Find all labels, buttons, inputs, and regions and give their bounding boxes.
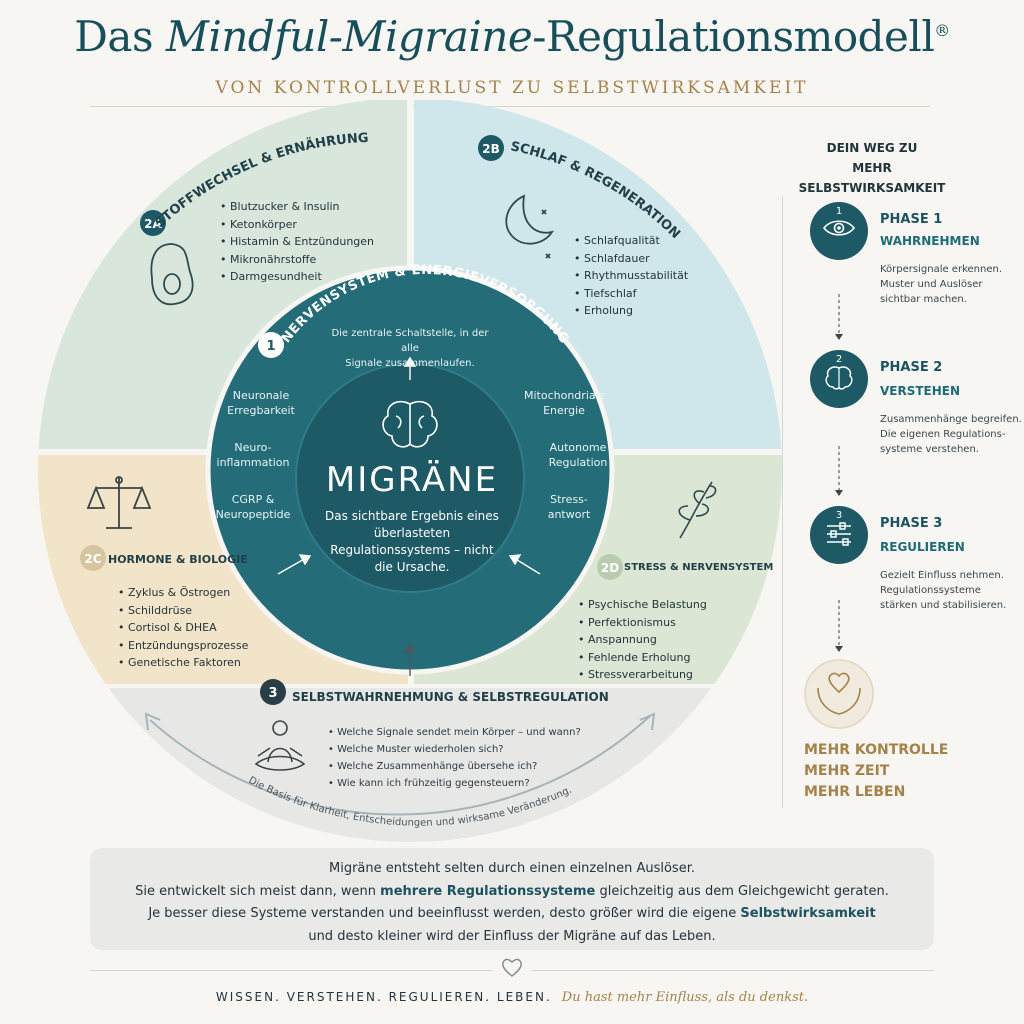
list-item: Mikronährstoffe: [220, 251, 374, 269]
outcome-list: MEHR KONTROLLE MEHR ZEIT MEHR LEBEN: [804, 742, 949, 800]
phase-2-desc: Zusammenhänge begreifen. Die eigenen Reg…: [880, 414, 1022, 455]
center-description: Das sichtbare Ergebnis eines überlastete…: [325, 509, 499, 574]
questions-3: Welche Signale sendet mein Körper – und …: [328, 724, 581, 792]
phase-1-label: PHASE 1: [880, 212, 943, 227]
list-item: Darmgesundheit: [220, 268, 374, 286]
footer: WISSEN. VERSTEHEN. REGULIEREN. LEBEN.Du …: [215, 990, 809, 1005]
header-divider: [90, 106, 930, 107]
badge-3: 3: [268, 686, 277, 701]
phase-3-name: REGULIEREN: [880, 540, 965, 554]
list-item: Psychische Belastung: [578, 596, 707, 614]
heart-hands-icon: [817, 672, 861, 715]
list-item: Cortisol & DHEA: [118, 619, 248, 637]
cycle-arc: [149, 715, 651, 816]
list-item: Rhythmusstabilität: [574, 267, 688, 285]
ring-description: Die zentrale Schaltstelle, in der alle S…: [331, 328, 489, 369]
avocado-icon: [150, 243, 194, 306]
list-2d: Psychische Belastung Perfektionismus Ans…: [578, 596, 707, 684]
list-item: Erholung: [574, 302, 688, 320]
ring-label-cgrp: CGRP & Neuropeptide: [215, 493, 291, 521]
brain-icon: [825, 366, 853, 390]
ring-label-stressantwort: Stress-antwort: [547, 493, 591, 521]
page-subtitle: VON KONTROLLVERLUST ZU SELBSTWIRKSAMKEIT: [215, 78, 809, 98]
list-item: Zyklus & Östrogen: [118, 584, 248, 602]
list-2a: Blutzucker & Insulin Ketonkörper Histami…: [220, 198, 374, 286]
list-item: Anspannung: [578, 631, 707, 649]
arrow-up-icon: [403, 642, 417, 676]
phase-2-name: VERSTEHEN: [880, 384, 961, 398]
page-title: Das Mindful-Migraine-Regulationsmodell®: [74, 12, 950, 61]
scales-icon: [86, 476, 152, 529]
sliders-icon: [827, 522, 851, 546]
ring-label-autonome: Autonome Regulation: [548, 441, 608, 469]
list-item: Entzündungsprozesse: [118, 637, 248, 655]
phase-1-name: WAHRNEHMEN: [880, 234, 980, 248]
brain-icon: [382, 400, 438, 448]
ring-label-neuroinflammation: Neuro-inflammation: [216, 441, 290, 469]
badge-1: 1: [266, 339, 275, 354]
list-item: Welche Signale sendet mein Körper – und …: [328, 724, 581, 741]
sidebar-divider: [782, 196, 783, 808]
phase-2-label: PHASE 2: [880, 360, 943, 375]
list-item: Blutzucker & Insulin: [220, 198, 374, 216]
phase-3-circle: 3: [810, 506, 868, 564]
list-item: Perfektionismus: [578, 614, 707, 632]
ring-label-mitochondriale: Mitochondriale Energie: [524, 389, 606, 417]
title-2c: HORMONE & BIOLOGIE: [108, 553, 248, 566]
phase-1-circle: 1: [810, 202, 868, 260]
list-2c: Zyklus & Östrogen Schilddrüse Cortisol &…: [118, 584, 248, 672]
list-item: Schlafdauer: [574, 250, 688, 268]
list-item: Wie kann ich frühzeitig gegensteuern?: [328, 775, 581, 792]
list-item: Tiefschlaf: [574, 285, 688, 303]
badge-2b: 2B: [482, 142, 500, 156]
list-item: Ketonkörper: [220, 216, 374, 234]
list-item: Genetische Faktoren: [118, 654, 248, 672]
leaf-branch-icon: [678, 481, 717, 539]
list-item: Stressverarbeitung: [578, 666, 707, 684]
badges: [80, 135, 623, 705]
title-2d: STRESS & NERVENSYSTEM: [624, 562, 774, 573]
meditation-icon: [254, 720, 306, 771]
footer-heart-icon: [502, 958, 522, 977]
sidebar-heading: DEIN WEG ZU MEHR SELBSTWIRKSAMKEIT: [798, 141, 946, 195]
list-item: Schilddrüse: [118, 602, 248, 620]
footer-divider-left: [90, 970, 492, 971]
phase-3-desc: Gezielt Einfluss nehmen. Regulationssyst…: [880, 570, 1007, 611]
center-title: MIGRÄNE: [325, 460, 499, 500]
ring-label-neuronale: Neuronale Erregbarkeit: [227, 389, 295, 417]
badge-2d: 2D: [601, 561, 619, 575]
list-item: Welche Muster wiederholen sich?: [328, 741, 581, 758]
badge-2a: 2A: [144, 217, 162, 231]
moon-stars-icon: [505, 194, 555, 259]
eye-icon: [822, 220, 856, 236]
list-item: Fehlende Erholung: [578, 649, 707, 667]
arrow-right-icon: [639, 712, 656, 731]
phase-2-circle: 2: [810, 350, 868, 408]
footer-divider-right: [532, 970, 934, 971]
phase-1-desc: Körpersignale erkennen. Muster und Auslö…: [880, 264, 1003, 305]
ring-arrows: [277, 356, 541, 575]
phase-3-label: PHASE 3: [880, 516, 943, 531]
list-2b: Schlafqualität Schlafdauer Rhythmusstabi…: [574, 232, 688, 320]
badge-2c: 2C: [84, 552, 101, 566]
title-3: SELBSTWAHRNEHMUNG & SELBSTREGULATION: [292, 690, 609, 704]
summary-note: Migräne entsteht selten durch einen einz…: [90, 848, 934, 950]
list-item: Histamin & Entzündungen: [220, 233, 374, 251]
list-item: Welche Zusammenhänge übersehe ich?: [328, 758, 581, 775]
list-item: Schlafqualität: [574, 232, 688, 250]
phase-arrowheads: [835, 334, 843, 652]
outcome-badge: [804, 659, 874, 729]
arrow-left-icon: [144, 712, 161, 731]
